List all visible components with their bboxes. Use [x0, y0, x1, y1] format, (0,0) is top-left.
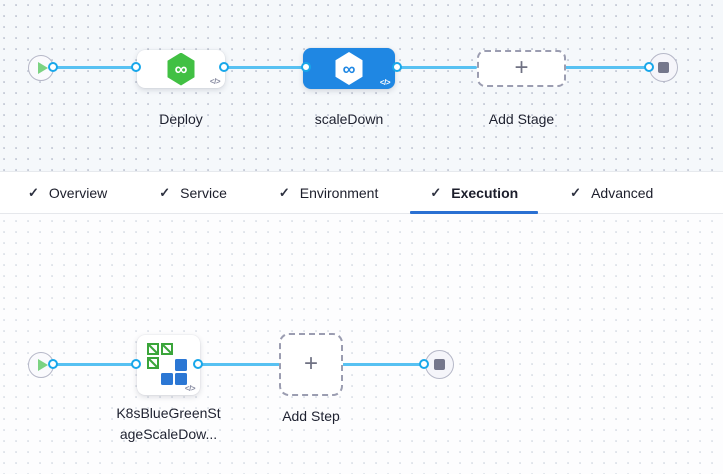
edge: [565, 66, 650, 69]
node-port: [131, 359, 141, 369]
node-port: [48, 359, 58, 369]
stop-icon: [658, 62, 669, 73]
plus-icon: +: [303, 349, 318, 377]
tab-label: Execution: [451, 184, 519, 201]
harness-cd-icon: ∞: [167, 52, 195, 86]
execution-graph-canvas[interactable]: </> K8sBlueGreenSt ageScaleDow... + Add …: [0, 214, 723, 474]
code-toggle-icon[interactable]: </>: [184, 384, 196, 393]
node-port: [419, 359, 429, 369]
code-toggle-icon[interactable]: </>: [209, 77, 221, 86]
tab-label: Overview: [48, 184, 108, 201]
check-icon: ✓: [278, 184, 290, 200]
tab-service[interactable]: ✓ Service: [159, 172, 227, 213]
stage-graph-canvas[interactable]: ∞ </> Deploy ∞ </> scaleDown + Add Stage: [0, 0, 723, 171]
node-port: [392, 62, 402, 72]
edge: [342, 363, 426, 366]
step-label-line-2: ageScaleDow...: [119, 426, 218, 442]
stage-config-tabs: ✓ Overview ✓ Service ✓ Environment ✓ Exe…: [0, 171, 723, 214]
check-icon: ✓: [28, 184, 39, 200]
plus-icon: +: [514, 53, 529, 81]
tab-environment[interactable]: ✓ Environment: [279, 172, 379, 213]
tab-overview[interactable]: ✓ Overview: [28, 172, 107, 213]
check-icon: ✓: [159, 184, 171, 200]
code-toggle-icon[interactable]: </>: [379, 78, 391, 87]
infinity-icon: ∞: [342, 58, 356, 79]
add-step-button[interactable]: +: [279, 333, 343, 396]
check-icon: ✓: [570, 184, 582, 200]
tab-label: Service: [180, 184, 227, 201]
node-port: [193, 359, 203, 369]
step-node-label: K8sBlueGreenSt ageScaleDow...: [107, 403, 230, 445]
step-label-line-1: K8sBlueGreenSt: [116, 405, 221, 421]
execution-end-node: [425, 350, 454, 379]
edge: [198, 363, 280, 366]
node-port: [219, 62, 229, 72]
play-icon: [37, 62, 48, 74]
stage-node-label: Deploy: [159, 111, 203, 127]
stage-node-scaledown[interactable]: ∞ </>: [303, 48, 395, 89]
node-port: [48, 62, 58, 72]
k8s-bluegreen-scaledown-icon: [147, 343, 187, 385]
stop-icon: [434, 359, 445, 370]
edge: [396, 66, 477, 69]
stage-node-label: scaleDown: [314, 111, 384, 127]
play-icon: [37, 359, 48, 371]
stage-node-deploy[interactable]: ∞ </>: [137, 50, 225, 88]
check-icon: ✓: [430, 184, 442, 200]
add-step-label: Add Step: [282, 408, 340, 424]
step-node-k8s-bluegreen-scaledown[interactable]: </>: [137, 335, 200, 395]
edge: [53, 66, 137, 69]
add-stage-button[interactable]: +: [477, 50, 566, 87]
tab-label: Advanced: [591, 184, 654, 201]
node-port: [301, 62, 311, 72]
node-port: [644, 62, 654, 72]
tab-execution[interactable]: ✓ Execution: [410, 172, 538, 214]
edge: [224, 66, 307, 69]
add-stage-label: Add Stage: [488, 111, 555, 127]
edge: [53, 363, 137, 366]
infinity-icon: ∞: [174, 59, 188, 79]
harness-cd-icon: ∞: [335, 52, 363, 85]
tab-label: Environment: [299, 184, 379, 201]
tab-advanced[interactable]: ✓ Advanced: [570, 172, 653, 213]
node-port: [131, 62, 141, 72]
